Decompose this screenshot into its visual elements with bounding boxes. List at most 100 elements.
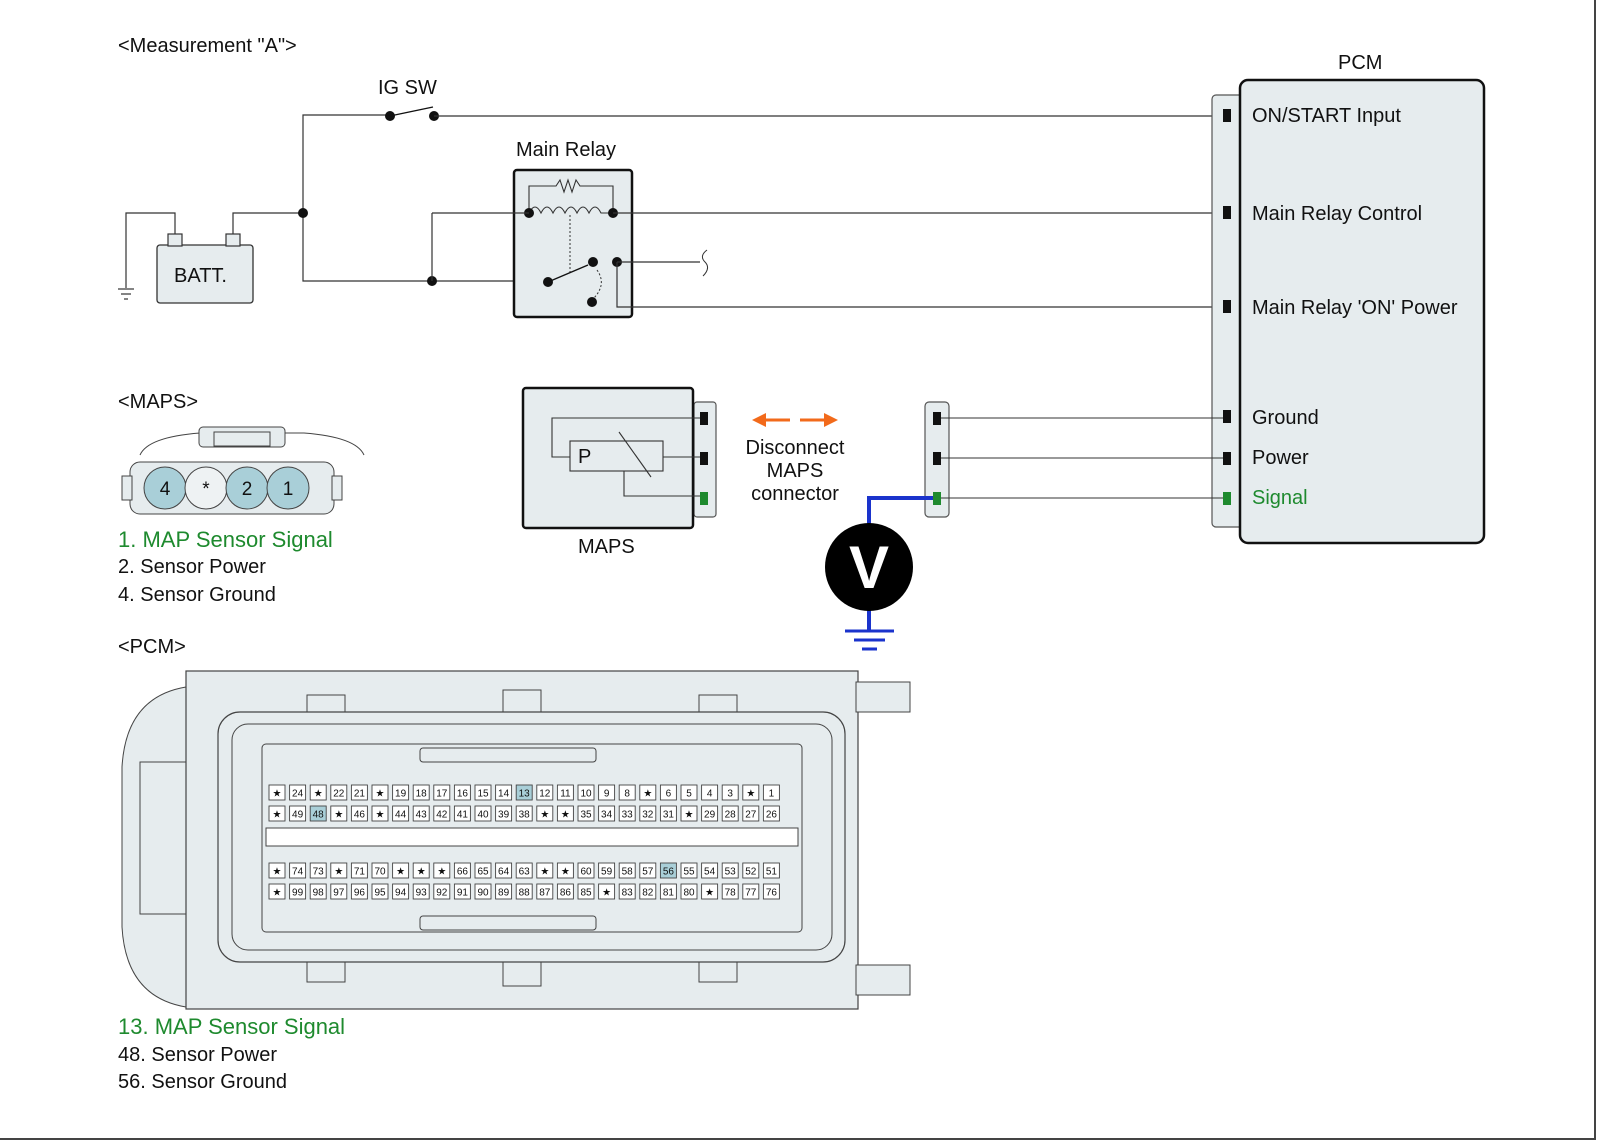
- pcm-pin-number: 48: [313, 810, 325, 821]
- pcm-pin-number: 24: [292, 789, 304, 800]
- pcm-pin: 85: [577, 883, 595, 900]
- pcm-pin-number: 26: [766, 810, 778, 821]
- pcm-legend-item: 48. Sensor Power: [118, 1044, 277, 1066]
- pcm-pin-number: 6: [666, 789, 672, 800]
- pcm-pin-number: ★: [273, 888, 282, 899]
- pcm-pin: 43: [412, 805, 430, 822]
- maps-pin: 4: [143, 466, 187, 510]
- pcm-pin-number: 46: [354, 810, 366, 821]
- pcm-pin: 24: [289, 784, 307, 801]
- pcm-pin: ★: [371, 784, 389, 801]
- pcm-pin-number: 66: [457, 867, 469, 878]
- svg-text:V: V: [849, 534, 889, 601]
- pcm-pin: 89: [495, 883, 513, 900]
- pcm-pin: 18: [412, 784, 430, 801]
- ig-switch-icon: [385, 106, 1228, 121]
- pcm-pin: ★: [268, 805, 286, 822]
- pcm-pin-number: 99: [292, 888, 304, 899]
- pcm-pin-number: 96: [354, 888, 366, 899]
- pcm-pin: ★: [433, 862, 451, 879]
- pcm-pin-number: 87: [539, 888, 551, 899]
- pcm-pin: 34: [598, 805, 616, 822]
- pcm-pin: 40: [474, 805, 492, 822]
- pcm-pin: 8: [618, 784, 636, 801]
- pcm-pin-number: 80: [683, 888, 695, 899]
- voltmeter-icon: [825, 523, 913, 611]
- pcm-pin: 96: [350, 883, 368, 900]
- maps-pin: 1: [266, 466, 310, 510]
- pcm-pin-number: 70: [374, 867, 386, 878]
- pcm-block: [1211, 78, 1486, 545]
- pcm-pin: 19: [392, 784, 410, 801]
- pcm-pin: 46: [350, 805, 368, 822]
- pcm-pin-number: 21: [354, 789, 366, 800]
- pcm-pin: 31: [659, 805, 677, 822]
- pcm-pin-number: ★: [334, 810, 343, 821]
- pcm-pin: 38: [515, 805, 533, 822]
- pcm-pin-number: ★: [685, 810, 694, 821]
- pcm-pin: 4: [701, 784, 719, 801]
- pcm-pin-number: 77: [745, 888, 757, 899]
- pcm-pin: ★: [680, 805, 698, 822]
- battery: [118, 212, 303, 304]
- pcm-pin: 59: [598, 862, 616, 879]
- pcm-pin-number: 89: [498, 888, 510, 899]
- pcm-pin: 94: [392, 883, 410, 900]
- pcm-pin-number: 54: [704, 867, 716, 878]
- pcm-pin-number: 44: [395, 810, 407, 821]
- pcm-pin: 71: [350, 862, 368, 879]
- pcm-pin-number: ★: [273, 810, 282, 821]
- pcm-pin-number: 13: [519, 789, 531, 800]
- pcm-pin-number: 97: [333, 888, 345, 899]
- pcm-pin: 87: [536, 883, 554, 900]
- pcm-pin: 82: [639, 883, 657, 900]
- pcm-pin: 91: [453, 883, 471, 900]
- pcm-pin: ★: [742, 784, 760, 801]
- pcm-pin-number: 58: [622, 867, 634, 878]
- pcm-pin-number: ★: [540, 810, 549, 821]
- pcm-pin-label: Main Relay Control: [1252, 203, 1423, 225]
- maps-label: MAPS: [578, 536, 635, 558]
- pcm-pin: 81: [659, 883, 677, 900]
- pcm-pin: 77: [742, 883, 760, 900]
- pcm-pin: ★: [701, 883, 719, 900]
- pcm-pin-number: ★: [437, 867, 446, 878]
- pcm-pin: 5: [680, 784, 698, 801]
- pcm-pin-number: 71: [354, 867, 366, 878]
- pcm-pin: 80: [680, 883, 698, 900]
- pcm-pin-number: ★: [643, 789, 652, 800]
- pcm-pin: 58: [618, 862, 636, 879]
- maps-pressure-symbol: P: [578, 446, 592, 468]
- pcm-pin: 54: [701, 862, 719, 879]
- pcm-pin-label: ON/START Input: [1252, 105, 1401, 127]
- pcm-pin-number: 35: [580, 810, 592, 821]
- pcm-pin-number: 63: [519, 867, 531, 878]
- pcm-pin-number: 90: [477, 888, 489, 899]
- pcm-pin-number: 29: [704, 810, 716, 821]
- maps-pin: 2: [225, 466, 269, 510]
- pcm-pin: 86: [556, 883, 574, 900]
- pcm-pin: 51: [762, 862, 780, 879]
- pcm-pin-number: 59: [601, 867, 613, 878]
- pcm-pin-number: 1: [769, 789, 775, 800]
- pcm-pin: ★: [536, 805, 554, 822]
- pcm-pin-number: ★: [314, 789, 323, 800]
- pcm-pin-number: 19: [395, 789, 407, 800]
- pcm-pin: ★: [556, 805, 574, 822]
- pcm-pin-number: 11: [560, 789, 571, 800]
- pcm-pin-number: 43: [416, 810, 428, 821]
- pcm-pin: ★: [268, 883, 286, 900]
- pcm-pin: 27: [742, 805, 760, 822]
- pcm-pin: 93: [412, 883, 430, 900]
- pcm-pin-label: Main Relay 'ON' Power: [1252, 297, 1458, 319]
- pcm-pin-number: 92: [436, 888, 448, 899]
- pcm-pin-number: 86: [560, 888, 572, 899]
- pcm-pin-number: ★: [273, 789, 282, 800]
- pcm-pin-number: 14: [498, 789, 510, 800]
- pcm-pin: 44: [392, 805, 410, 822]
- pcm-pin: 10: [577, 784, 595, 801]
- pcm-pin-number: ★: [561, 867, 570, 878]
- pcm-pin: 97: [330, 883, 348, 900]
- pcm-pin-number: 32: [642, 810, 654, 821]
- pcm-pin-number: 38: [519, 810, 531, 821]
